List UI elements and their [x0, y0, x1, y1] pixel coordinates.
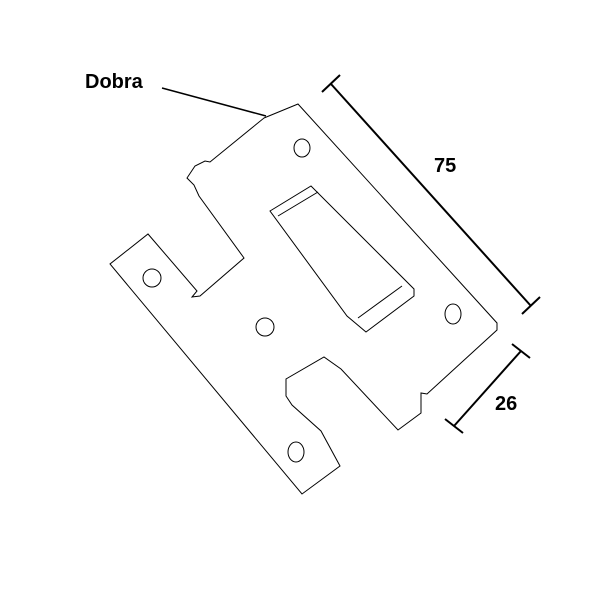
- length-dimension-label: 75: [434, 155, 456, 177]
- width-dimension-label: 26: [495, 393, 517, 415]
- length-dimension-tick-bottom: [521, 296, 541, 315]
- screw-hole-right: [444, 303, 462, 325]
- screw-hole-center: [255, 317, 275, 337]
- part-name-label: Dobra: [85, 71, 144, 93]
- slot-inner-edge: [277, 191, 403, 319]
- width-dimension-tick-top: [511, 343, 531, 359]
- screw-hole-bottom: [287, 441, 305, 463]
- length-dimension-tick-top: [321, 74, 341, 93]
- width-dimension-tick-bottom: [444, 418, 464, 434]
- hinge-plate-outline: [109, 103, 498, 495]
- part-name-leader: [161, 87, 267, 117]
- slot-cutout: [269, 185, 415, 333]
- screw-hole-left: [142, 268, 162, 288]
- screw-hole-top: [293, 138, 311, 158]
- width-dimension-line: [453, 350, 522, 427]
- length-dimension-line: [330, 83, 532, 307]
